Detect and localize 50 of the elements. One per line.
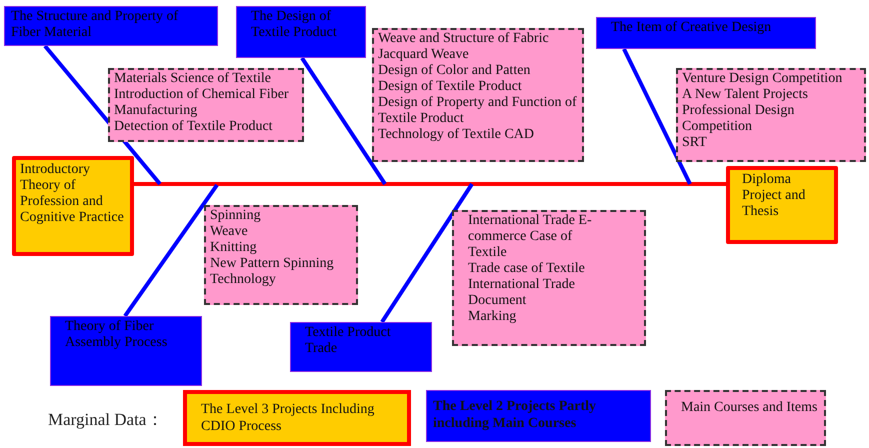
spine-line [134,182,726,186]
topic-box [290,322,432,372]
legend-text: The Level 2 Projects Partly including Main Courses [433,399,596,431]
course-item: Technology of Textile CAD [378,127,536,143]
course-item: Detection of Textile Product [114,119,274,135]
course-list-box [204,205,358,305]
legend-text: Main Courses and Items [681,400,818,415]
course-item: Knitting [210,240,258,256]
course-item: Marking [468,309,518,325]
course-item: Professional Design Competition [682,103,796,135]
course-item: New Pattern Spinning Technology [210,256,335,288]
course-item: A New Talent Projects [682,87,809,103]
topic-box [596,17,816,49]
stage-box [12,156,134,256]
course-list-box [676,68,866,162]
topic-label: Theory of Fiber Assembly Process [65,319,168,351]
bone-line [123,184,219,318]
course-item: Introduction of Chemical Fiber Manufacturing [114,87,290,119]
course-item: SRT [682,135,708,151]
topic-label: The Item of Creative Design [611,20,772,36]
course-item: Trade case of Textile [468,261,586,277]
course-item: Design of Property and Function of Textile Product [378,95,578,127]
course-list-box [108,68,304,142]
course-list-box [452,210,646,346]
topic-box [50,316,202,386]
course-item: Design of Textile Product [378,79,523,95]
topic-label: The Structure and Property of Fiber Material [11,9,180,41]
course-item: Materials Science of Textile [114,71,272,87]
course-item: International Trade E-commerce Case of Textile [468,213,593,261]
topic-label: The Design of Textile Product [251,9,338,41]
stage-label: Diploma Project and Thesis [742,172,806,220]
course-list-box [372,28,584,162]
stage-label: Introductory Theory of Profession and Cognitive Practice [20,162,125,226]
topic-box [236,6,366,58]
legend-text: The Level 3 Projects Including CDIO Process [201,402,374,434]
bone-line [380,182,474,324]
course-item: Jacquard Weave [378,47,470,63]
bone-line [622,48,692,185]
course-item: Weave [210,224,249,240]
topic-label: Textile Product Trade [305,325,392,357]
bone-line [43,44,162,186]
course-item: Venture Design Competition [682,71,844,87]
legend-heading: Marginal Data： [48,409,164,431]
stage-box [726,166,838,244]
bone-line [300,56,387,186]
course-item: Design of Color and Patten [378,63,532,79]
topic-box [4,6,218,46]
course-item: Weave and Structure of Fabric [378,31,550,47]
course-item: Spinning [210,208,262,224]
course-item: International Trade Document [468,277,576,309]
